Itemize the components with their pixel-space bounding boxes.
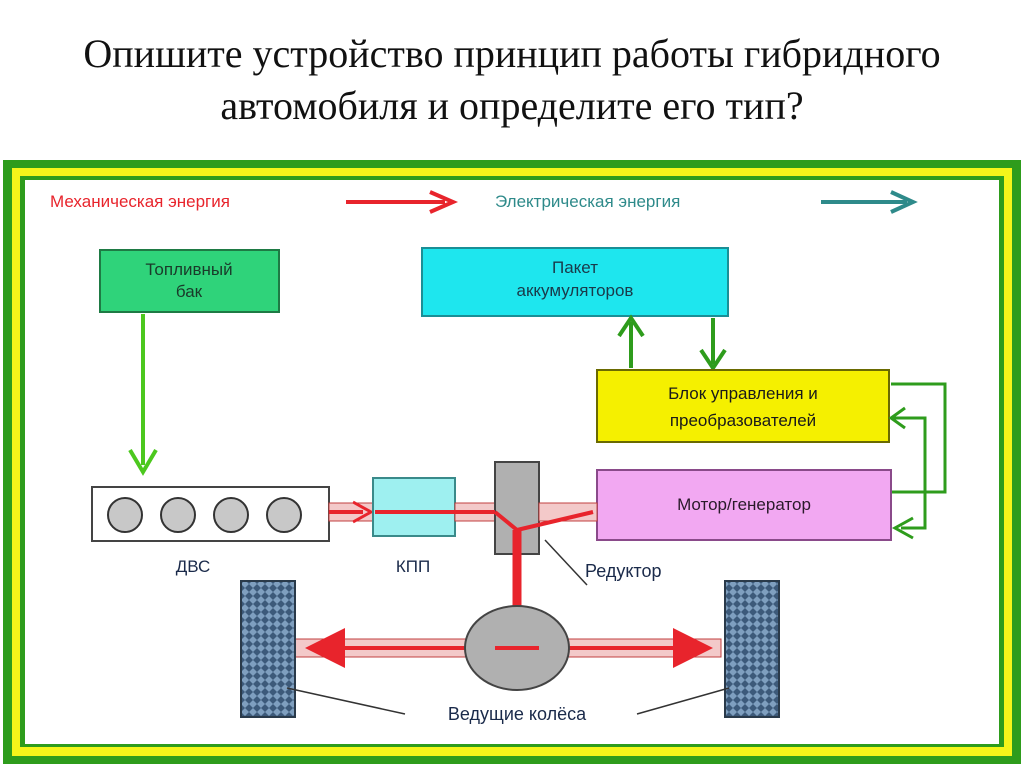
motor-label: Мотор/генератор xyxy=(677,495,811,514)
ice-label: ДВС xyxy=(176,557,211,576)
wheels-pointer-right xyxy=(636,687,730,715)
legend-electrical: Электрическая энергия xyxy=(495,192,680,211)
cylinder-4 xyxy=(266,497,302,533)
legend-mechanical-arrow xyxy=(346,190,459,214)
hybrid-car-diagram: Механическая энергия Электрическая энерг… xyxy=(50,190,947,724)
motor-generator-box xyxy=(596,469,892,541)
battery-label-2: аккумуляторов xyxy=(517,281,634,300)
legend-electrical-arrow xyxy=(821,190,918,214)
title-line-2: автомобиля и определите его тип? xyxy=(220,83,804,128)
battery-pack-box xyxy=(421,247,729,317)
battery-label-1: Пакет xyxy=(552,258,598,277)
cylinder-1 xyxy=(107,497,143,533)
cylinder-3 xyxy=(213,497,249,533)
control-label-2: преобразователей xyxy=(670,411,816,430)
control-unit-box xyxy=(596,369,890,443)
reducer-pointer xyxy=(544,539,588,586)
wheel-right xyxy=(724,580,780,718)
wheel-left xyxy=(240,580,296,718)
fuel-flow-arrow xyxy=(128,314,158,476)
reducer-label: Редуктор xyxy=(585,561,661,581)
fuel-tank-box xyxy=(99,249,280,313)
cylinder-2 xyxy=(160,497,196,533)
battery-discharge-arrow xyxy=(699,318,727,372)
wheels-pointer-left xyxy=(286,687,406,715)
ice-gearbox-shaft xyxy=(328,500,375,524)
wheels-label: Ведущие колёса xyxy=(448,704,587,724)
diagram-canvas: Механическая энергия Электрическая энерг… xyxy=(25,180,999,744)
control-label-1: Блок управления и xyxy=(668,384,818,403)
gearbox-box xyxy=(372,477,456,537)
fuel-tank-label-1: Топливный xyxy=(145,260,232,279)
control-motor-loop xyxy=(888,382,947,540)
battery-charge-arrow xyxy=(617,314,645,368)
legend-mechanical: Механическая энергия xyxy=(50,192,230,211)
page-title: Опишите устройство принцип работы гибрид… xyxy=(0,28,1024,132)
diagram-frame: Механическая энергия Электрическая энерг… xyxy=(3,160,1021,764)
title-line-1: Опишите устройство принцип работы гибрид… xyxy=(83,31,941,76)
fuel-tank-label-2: бак xyxy=(176,282,203,301)
gearbox-label: КПП xyxy=(396,557,430,576)
